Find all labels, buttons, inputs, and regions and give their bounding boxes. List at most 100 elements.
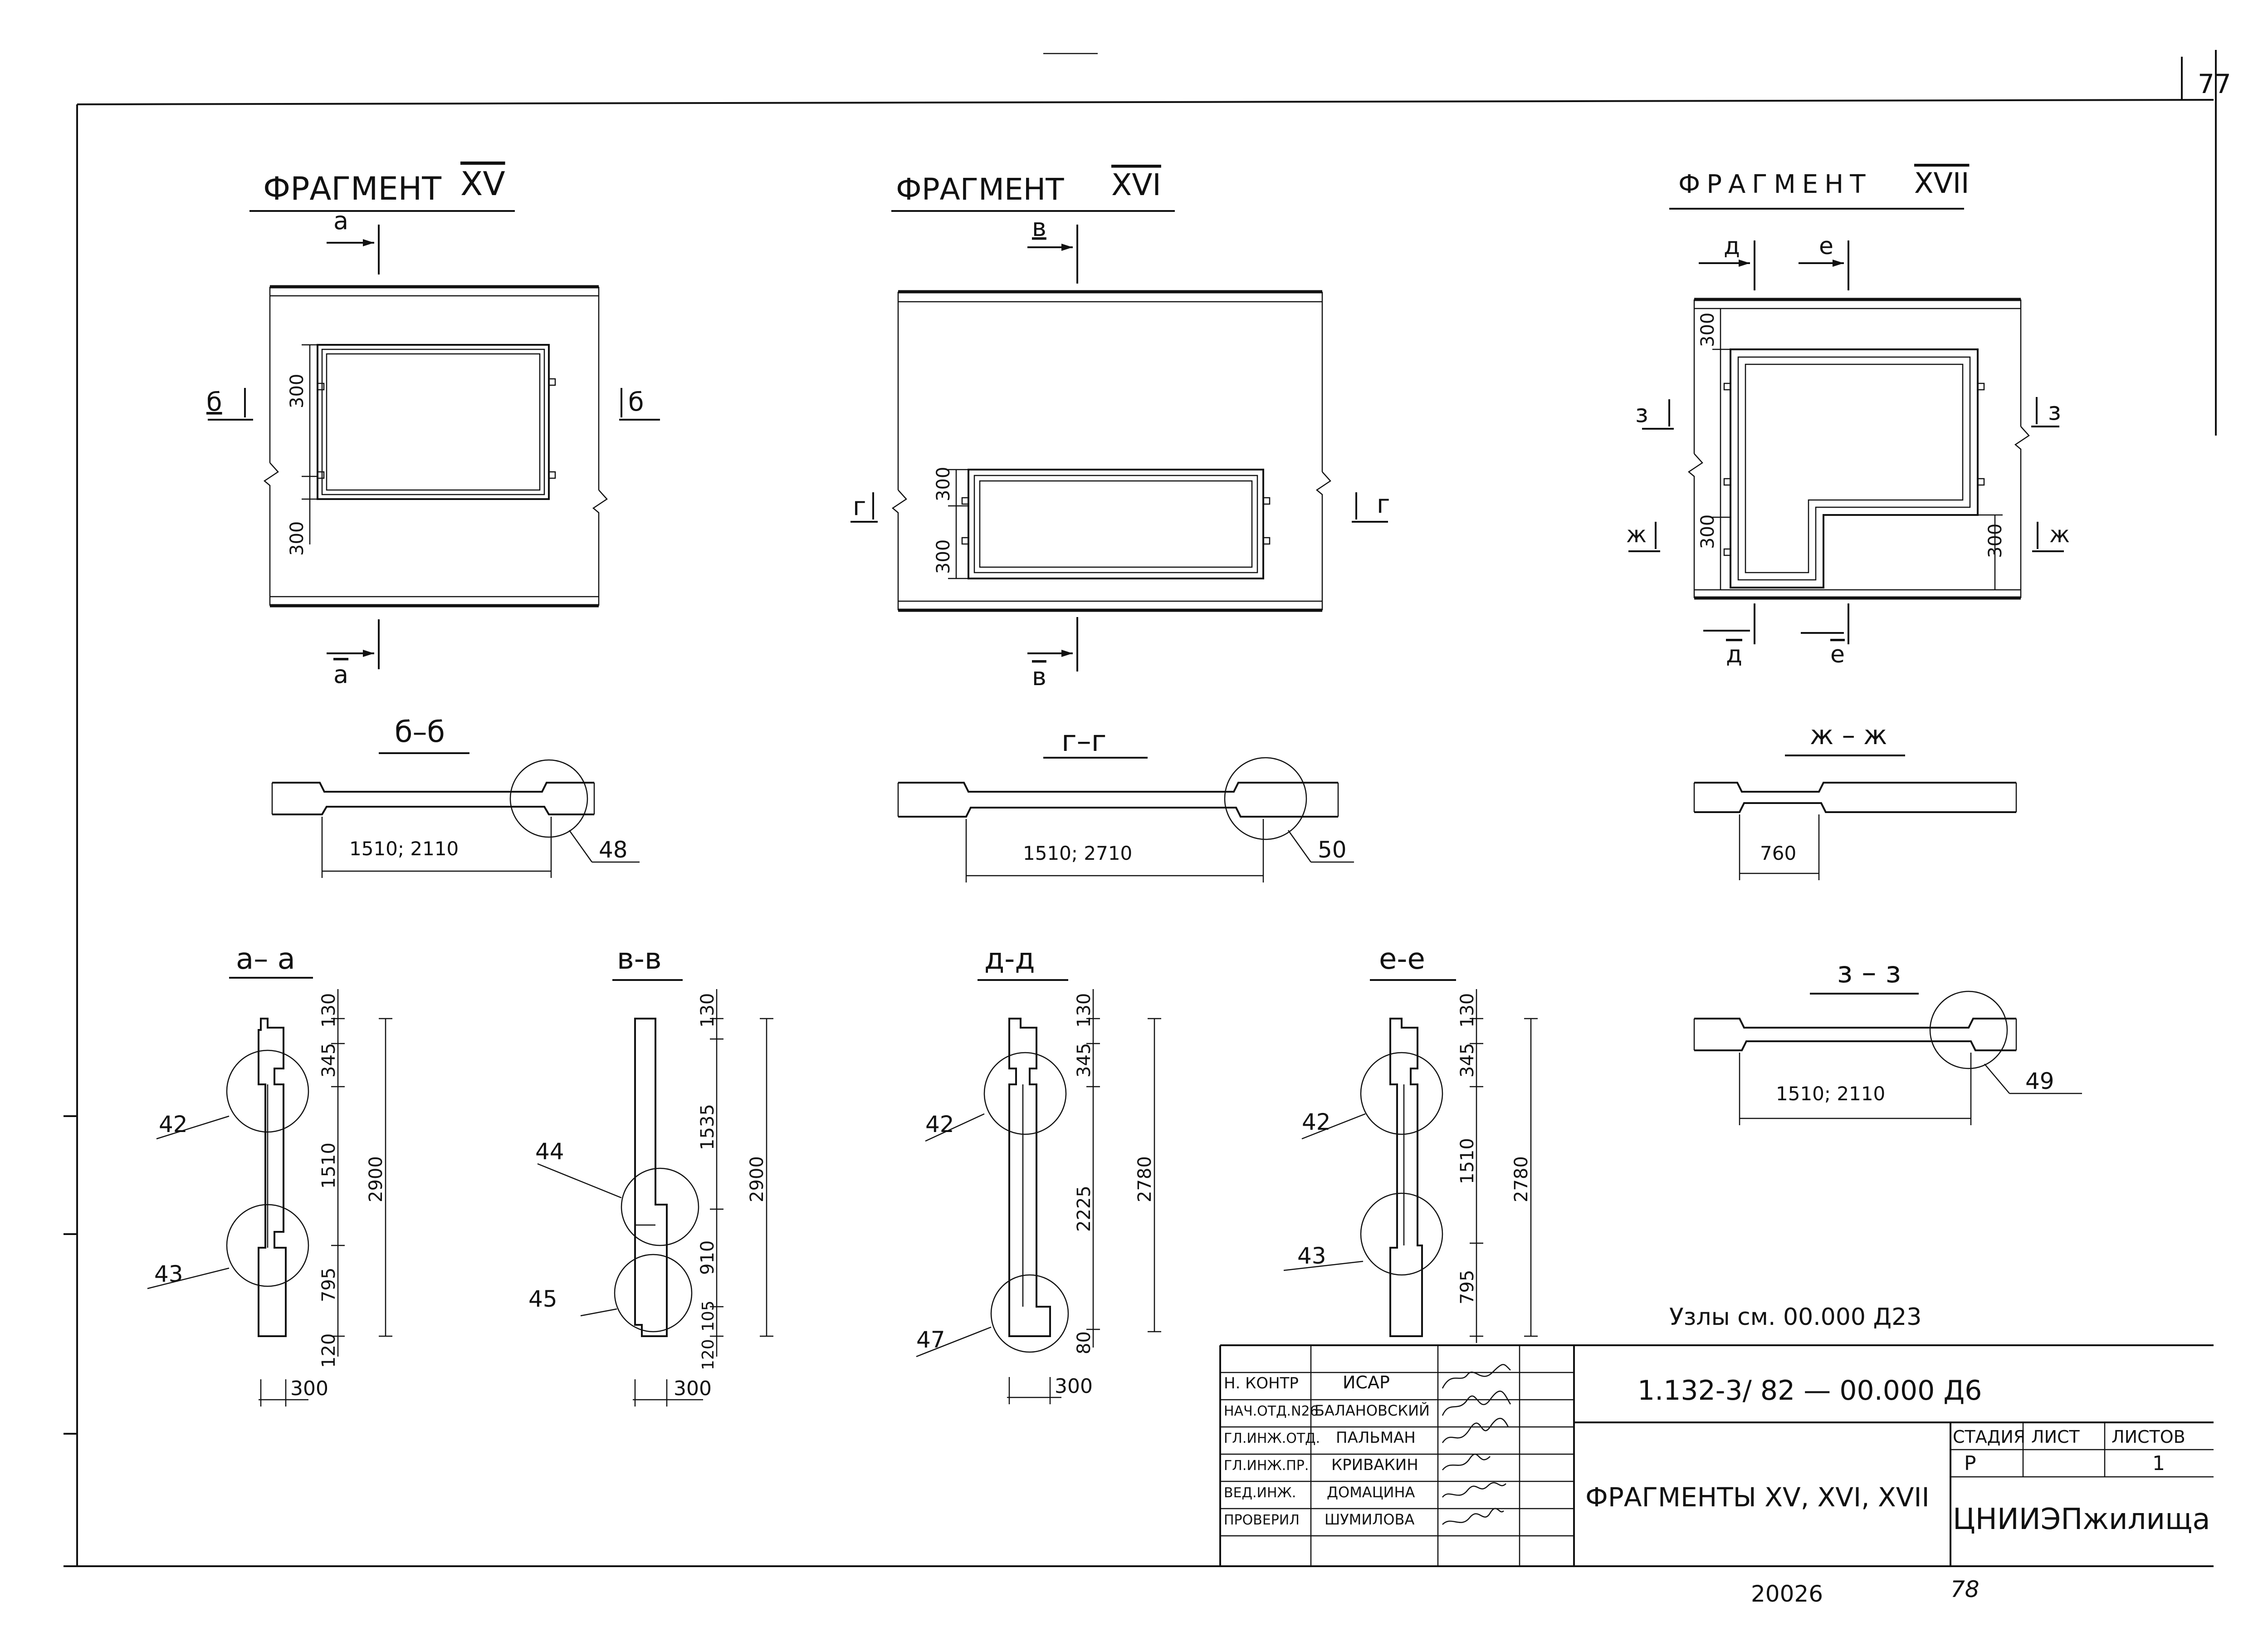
section-d-width: 300	[1055, 1375, 1093, 1398]
section-a-dim-4: 795	[318, 1268, 339, 1302]
name-3: ПАЛЬМАН	[1336, 1429, 1416, 1447]
section-e-title: е-е	[1379, 942, 1425, 976]
cut-v-top: в	[1032, 213, 1046, 242]
fragment-xvi-dim-bottom: 300	[933, 539, 954, 574]
section-a-dim-2: 345	[318, 1043, 339, 1078]
role-2: НАЧ.ОТД.N26	[1224, 1403, 1319, 1419]
section-v-node-2: 45	[528, 1286, 557, 1312]
section-e-dim-4: 795	[1457, 1270, 1478, 1304]
section-g-g: г–г 50 1510; 2710	[897, 725, 1354, 882]
cut-d-bottom: д	[1726, 641, 1742, 668]
section-b-dim: 1510; 2110	[349, 838, 459, 860]
sheets-value: 1	[2152, 1452, 2165, 1475]
nodes-note: Узлы см. 00.000 Д23	[1669, 1304, 1921, 1331]
footer-inventory: 20026	[1751, 1581, 1823, 1607]
cut-zh-right: ж	[2049, 521, 2070, 548]
fragment-xv-dim-top: 300	[287, 374, 308, 408]
cut-zh-left: ж	[1626, 521, 1647, 548]
role-6: ПРОВЕРИЛ	[1224, 1512, 1300, 1528]
section-g-g-title: г–г	[1061, 725, 1106, 758]
section-a-dim-3: 1510	[318, 1142, 339, 1189]
signatures	[1442, 1364, 1511, 1525]
section-d-dim-3: 2225	[1074, 1186, 1095, 1232]
section-g-node: 50	[1318, 837, 1347, 863]
cut-d-top: д	[1724, 233, 1740, 260]
section-e-node-1: 42	[1302, 1109, 1331, 1135]
section-z-z: з – з 49 1510; 2110	[1693, 956, 2082, 1125]
cut-v-bottom: в	[1032, 662, 1046, 691]
name-5: ДОМАЦИНА	[1327, 1484, 1415, 1501]
sheet-number: 77	[2198, 69, 2231, 99]
name-1: ИСАР	[1343, 1372, 1390, 1392]
section-v-node-1: 44	[535, 1138, 564, 1165]
section-a-node-1: 42	[159, 1111, 188, 1137]
cut-g-left: г	[853, 492, 866, 521]
section-z-title: з – з	[1837, 956, 1901, 990]
section-b-node: 48	[599, 837, 628, 863]
fragment-xvii-dim-2: 300	[1697, 515, 1718, 549]
section-d-d: д-д 42 47 130 345 2225 80 2780 300	[916, 942, 1161, 1404]
fragment-xvi-title: ФРАГМЕНТ	[896, 172, 1064, 207]
drawing-name: ФРАГМЕНТЫ XV, XVI, XVII	[1585, 1482, 1930, 1513]
section-v-title: в-в	[617, 942, 662, 976]
fragment-xv-dim-bottom: 300	[287, 521, 308, 556]
fragment-xvii-dim-1: 300	[1697, 313, 1718, 347]
fragment-xv: ФРАГМЕНТ XV 300 300 а а б	[206, 165, 660, 689]
role-3: ГЛ.ИНЖ.ОТД.	[1224, 1431, 1320, 1446]
fragment-xv-title: ФРАГМЕНТ	[263, 170, 441, 207]
cut-a-top: а	[333, 206, 348, 235]
section-d-dim-1: 130	[1074, 993, 1095, 1028]
cut-b-right: б	[628, 387, 644, 417]
section-d-total: 2780	[1134, 1156, 1155, 1202]
header-stage: СТАДИЯ	[1953, 1427, 2025, 1447]
organization: ЦНИИЭПжилища	[1953, 1503, 2210, 1536]
section-b-b: б–б 48 1510; 2110	[271, 716, 640, 878]
role-1: Н. КОНТР	[1224, 1374, 1299, 1392]
section-a-node-2: 43	[154, 1261, 183, 1287]
section-a-title: а– а	[236, 942, 295, 976]
section-d-node-1: 42	[925, 1111, 954, 1137]
document-code: 1.132-3/ 82 — 00.000 Д6	[1637, 1375, 1982, 1407]
cut-z-left: з	[1635, 399, 1648, 428]
section-zh-dim: 760	[1760, 842, 1796, 864]
fragment-xvii-numeral: XVII	[1914, 167, 1969, 200]
fragment-xv-numeral: XV	[460, 165, 505, 203]
section-v-v: в-в 44 45 130 1535 910 105 120 2900 300	[528, 942, 773, 1407]
cut-b-left: б	[206, 387, 222, 417]
section-v-width: 300	[674, 1377, 712, 1400]
section-b-b-title: б–б	[395, 716, 445, 749]
section-d-title: д-д	[984, 942, 1035, 976]
cut-g-right: г	[1377, 490, 1390, 519]
cut-z-right: з	[2048, 397, 2061, 426]
section-d-dim-2: 345	[1074, 1043, 1095, 1078]
section-g-dim: 1510; 2710	[1023, 842, 1132, 864]
header-sheet: ЛИСТ	[2031, 1427, 2080, 1447]
section-zh-zh: ж – ж 760	[1693, 720, 2017, 880]
name-4: КРИВАКИН	[1331, 1456, 1418, 1474]
fragment-xvii: ФРАГМЕНТ XVII 300 300 300 д е	[1626, 167, 2070, 668]
section-v-dim-5: 120	[699, 1339, 718, 1370]
section-e-dim-3: 1510	[1457, 1138, 1478, 1184]
section-zh-title: ж – ж	[1810, 720, 1887, 750]
section-d-node-2: 47	[916, 1327, 945, 1353]
name-2: БАЛАНОВСКИЙ	[1315, 1402, 1430, 1419]
cut-a-bottom: а	[333, 660, 348, 689]
section-e-node-2: 43	[1297, 1243, 1326, 1269]
fragment-xvii-dim-3: 300	[1985, 524, 2006, 558]
footer-page: 78	[1950, 1576, 1980, 1603]
fragment-xvii-title: ФРАГМЕНТ	[1678, 170, 1872, 199]
fragment-xvi-dim-top: 300	[933, 467, 954, 501]
section-e-total: 2780	[1511, 1156, 1532, 1202]
section-d-dim-4: 80	[1074, 1331, 1095, 1354]
section-a-width: 300	[290, 1377, 328, 1400]
section-v-dim-4: 105	[699, 1300, 718, 1332]
section-a-dim-5: 120	[318, 1333, 339, 1368]
stage-value: Р	[1964, 1452, 1976, 1475]
section-a-dim-1: 130	[318, 993, 339, 1028]
title-block: Н. КОНТР ИСАР НАЧ.ОТД.N26 БАЛАНОВСКИЙ ГЛ…	[1219, 1344, 2214, 1566]
section-e-e: е-е 42 43 130 345 1510 795 2780	[1283, 942, 1538, 1343]
section-v-total: 2900	[747, 1156, 767, 1202]
section-z-node: 49	[2025, 1068, 2054, 1094]
section-v-dim-3: 910	[697, 1240, 718, 1275]
